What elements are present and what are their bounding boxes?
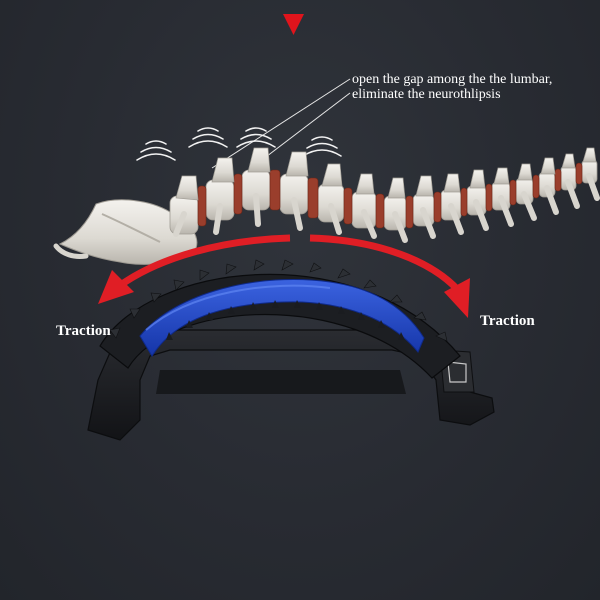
- annotation-line-2: eliminate the neurothlipsis: [352, 87, 501, 102]
- vibration-wave-icon: [136, 127, 342, 161]
- traction-arrows: [98, 234, 470, 318]
- down-triangle-marker: [283, 14, 304, 35]
- annotation-line-1: open the gap among the the lumbar,: [352, 72, 553, 87]
- back-stretcher-device: [87, 259, 495, 441]
- traction-label-right: Traction: [480, 313, 535, 329]
- spine-illustration: [53, 147, 600, 265]
- annotation-leader-lines: [211, 78, 351, 169]
- traction-label-left: Traction: [56, 323, 111, 339]
